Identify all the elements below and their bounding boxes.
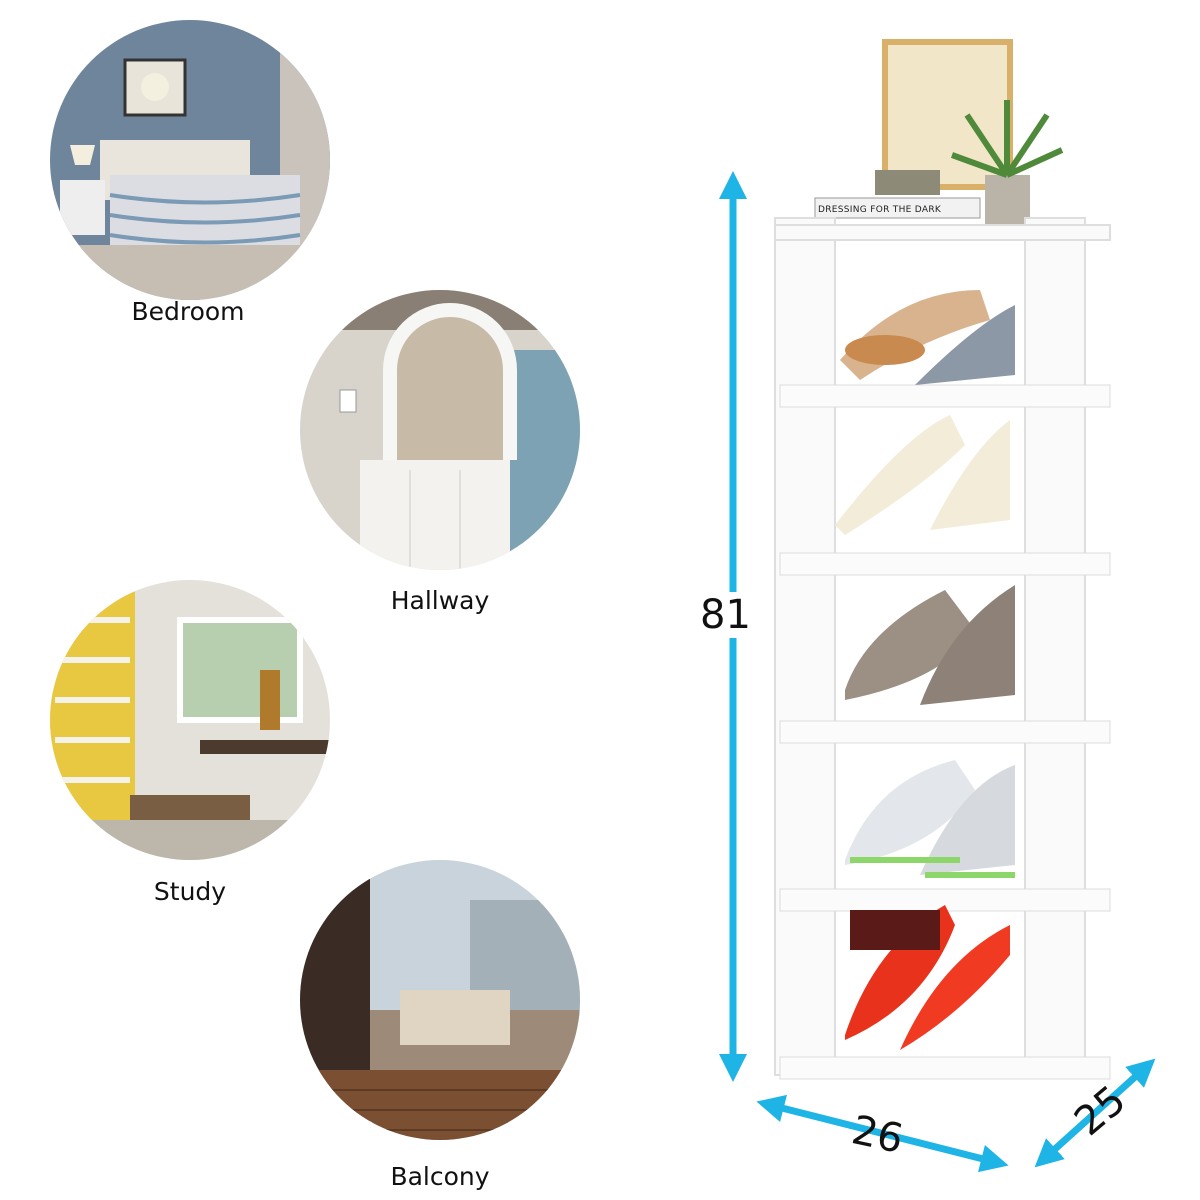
top-decor: DRESSING FOR THE DARK xyxy=(814,39,1064,225)
hallway-label: Hallway xyxy=(390,586,490,615)
bedroom-label: Bedroom xyxy=(131,297,245,326)
rack-shelf xyxy=(779,1056,1111,1080)
rack-shelf xyxy=(779,384,1111,408)
study-photo xyxy=(50,580,330,860)
rack-shelf xyxy=(779,552,1111,576)
balcony-photo xyxy=(300,860,580,1140)
rack-shelf xyxy=(779,720,1111,744)
bedroom-photo xyxy=(50,20,330,300)
book-title: DRESSING FOR THE DARK xyxy=(818,205,942,215)
shoe-rack-illustration: DRESSING FOR THE DARK xyxy=(719,39,1156,1173)
hallway-photo xyxy=(300,290,580,570)
shoes xyxy=(835,290,1015,1050)
study-label: Study xyxy=(153,877,227,906)
rack-frame xyxy=(774,217,1111,1076)
height-label: 81 xyxy=(700,592,751,638)
width-arrow xyxy=(756,1094,1009,1173)
depth-arrow xyxy=(1034,1058,1156,1168)
balcony-label: Balcony xyxy=(390,1162,490,1191)
